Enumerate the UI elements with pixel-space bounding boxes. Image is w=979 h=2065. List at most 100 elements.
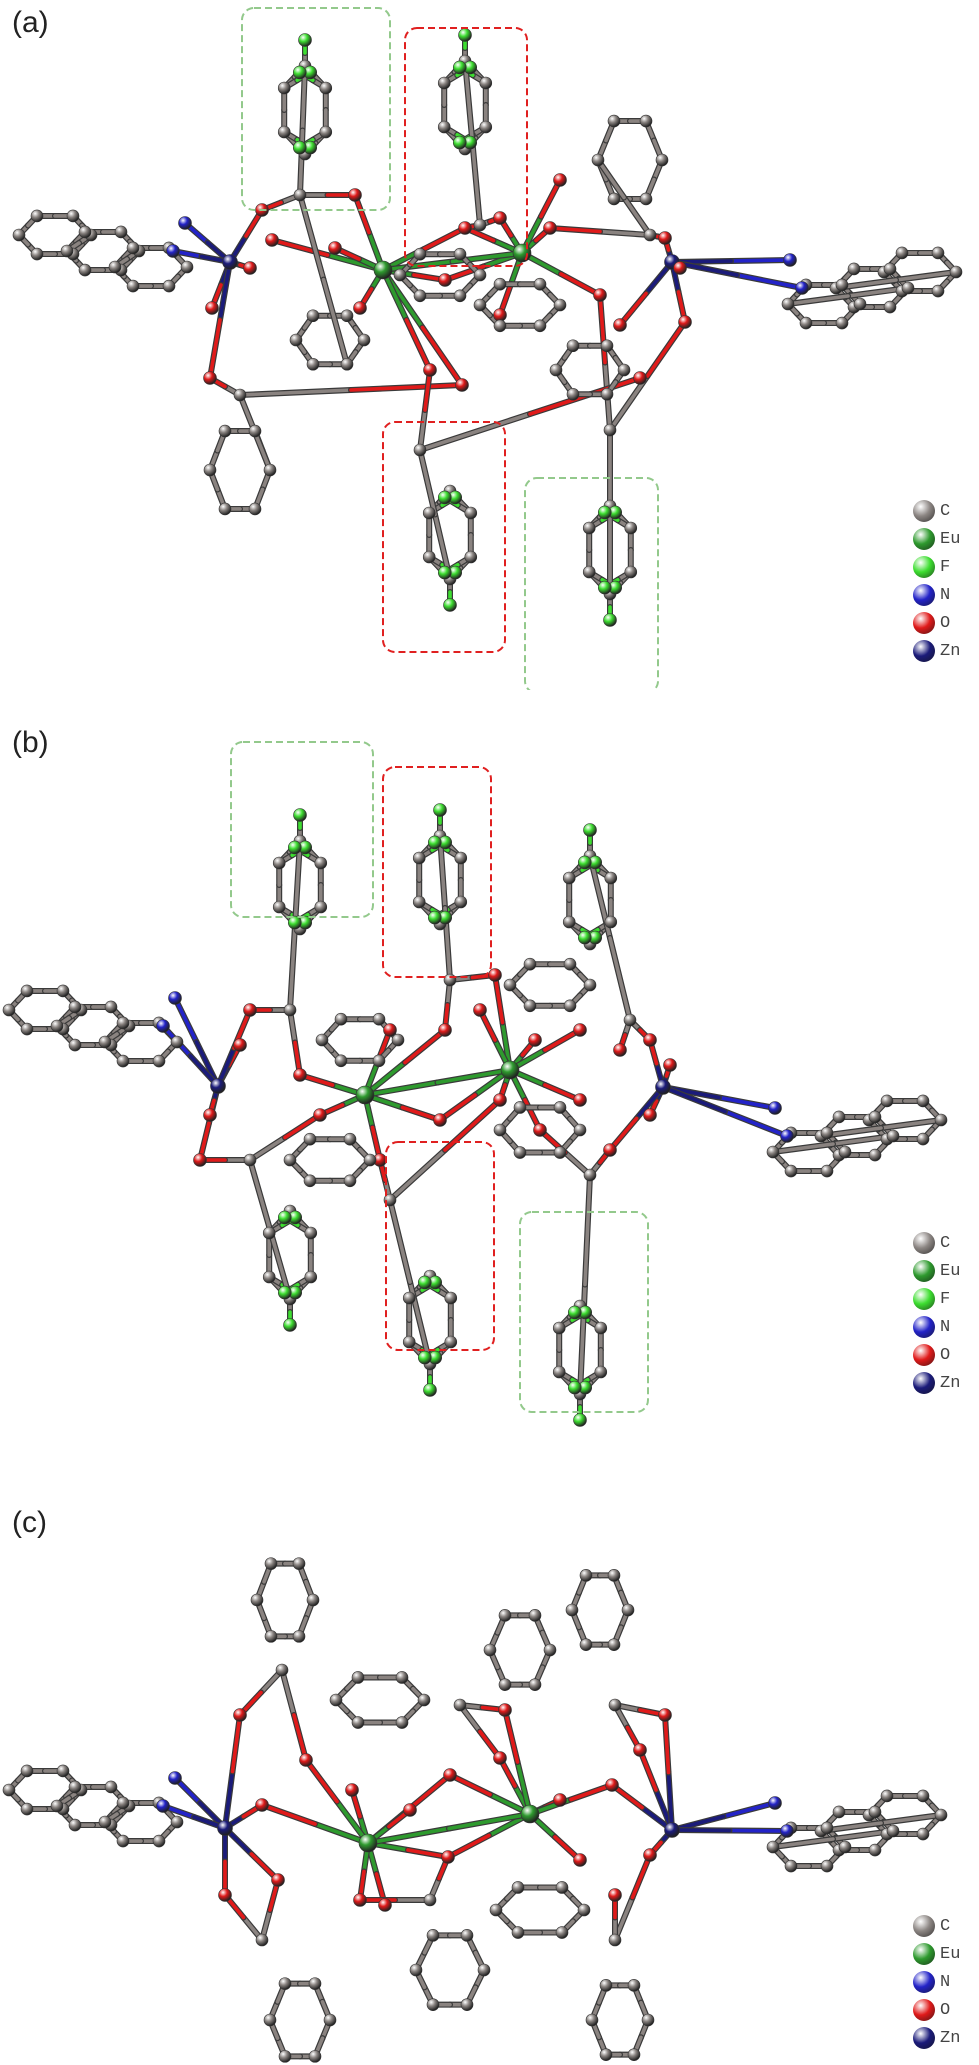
- atom-c: [600, 387, 614, 401]
- atom-o: [353, 1893, 367, 1907]
- atom-c: [577, 1903, 591, 1917]
- atom-o: [493, 211, 507, 225]
- atom-o: [658, 1708, 672, 1722]
- oxygen-ball-icon: [913, 1999, 935, 2021]
- atom-c: [306, 357, 320, 371]
- atom-o: [383, 1023, 397, 1037]
- atom-c: [250, 1593, 264, 1607]
- atom-c: [838, 1145, 852, 1159]
- bond: [230, 1713, 242, 1774]
- zinc-ball-icon: [913, 1372, 935, 1394]
- atom-c: [533, 277, 547, 291]
- atom-c: [523, 957, 537, 971]
- atom-c: [272, 856, 286, 870]
- atom-c: [868, 1843, 882, 1857]
- atom-c: [306, 1593, 320, 1607]
- highlight-box-red: [385, 1141, 495, 1351]
- atom-o: [553, 173, 567, 187]
- atom-o: [603, 1143, 617, 1157]
- atom-c: [283, 1153, 297, 1167]
- bond: [608, 1116, 639, 1152]
- atom-eu: [500, 1060, 520, 1080]
- atom-o: [265, 233, 279, 247]
- atom-o: [438, 1023, 452, 1037]
- atom-f: [452, 135, 467, 150]
- zinc-ball-icon: [913, 640, 935, 662]
- legend-item-zn: Zn: [913, 1369, 979, 1397]
- atom-c: [437, 76, 451, 90]
- atom-c: [248, 502, 262, 516]
- atom-f: [452, 60, 467, 75]
- bond: [293, 839, 302, 928]
- bond: [670, 1828, 732, 1833]
- bond: [721, 1801, 777, 1819]
- europium-ball-icon: [913, 1260, 935, 1282]
- atom-c: [2, 1003, 16, 1017]
- atom-c: [895, 246, 909, 260]
- atom-c: [444, 1291, 458, 1305]
- atom-c: [304, 1226, 318, 1240]
- bond: [321, 277, 349, 367]
- atom-c: [68, 1818, 82, 1832]
- atom-c: [820, 1126, 834, 1140]
- bond: [771, 1142, 835, 1154]
- atom-c: [30, 209, 44, 223]
- atom-c: [603, 423, 617, 437]
- atom-c: [799, 316, 813, 330]
- legend-label: C: [940, 1916, 951, 1936]
- atom-f: [458, 28, 472, 42]
- atom-n: [168, 991, 182, 1005]
- atom-c: [607, 192, 621, 206]
- atom-c: [835, 278, 849, 292]
- atom-eu: [520, 1804, 540, 1824]
- atom-c: [152, 1834, 166, 1848]
- atom-c: [583, 978, 597, 992]
- legend-label: C: [940, 501, 951, 521]
- atom-c: [12, 228, 26, 242]
- atom-c: [479, 120, 493, 134]
- bond: [735, 273, 804, 290]
- legend-label: O: [940, 1345, 951, 1365]
- bond: [248, 1135, 287, 1162]
- atom-c: [511, 1881, 525, 1894]
- atom-c: [627, 1979, 641, 1992]
- legend-item-eu: Eu: [913, 525, 979, 553]
- atom-c: [453, 247, 467, 261]
- atom-f: [417, 1275, 432, 1290]
- atom-o: [488, 968, 502, 982]
- atom-c: [292, 1557, 306, 1570]
- atom-eu: [512, 243, 532, 263]
- atom-c: [655, 153, 669, 167]
- atom-o: [233, 1038, 247, 1052]
- atom-c: [277, 125, 291, 139]
- atom-o: [605, 1778, 619, 1792]
- atom-n: [795, 281, 809, 295]
- atom-c: [248, 424, 262, 438]
- atom-c: [409, 1963, 423, 1977]
- atom-c: [306, 309, 320, 323]
- fluorine-ball-icon: [913, 1288, 935, 1310]
- atom-o: [663, 1058, 677, 1072]
- atom-o: [493, 1751, 507, 1765]
- bond: [661, 1085, 727, 1114]
- bond: [366, 1826, 451, 1845]
- atom-n: [156, 1019, 170, 1033]
- atom-c: [880, 1789, 894, 1803]
- atom-c: [304, 1270, 318, 1284]
- atom-c: [886, 1824, 900, 1838]
- atom-c: [934, 1808, 948, 1822]
- bond: [420, 325, 464, 387]
- atom-f: [577, 855, 592, 870]
- atom-c: [880, 1094, 894, 1108]
- atom-c: [262, 1226, 276, 1240]
- atom-c: [413, 289, 427, 303]
- legend-label: Eu: [940, 1261, 961, 1281]
- bond: [630, 1853, 652, 1900]
- atom-group: [2, 803, 948, 1427]
- bond: [422, 226, 467, 251]
- atom-c: [552, 1365, 566, 1379]
- atom-o: [573, 1093, 587, 1107]
- atom-c: [126, 279, 140, 293]
- bond: [280, 1668, 296, 1717]
